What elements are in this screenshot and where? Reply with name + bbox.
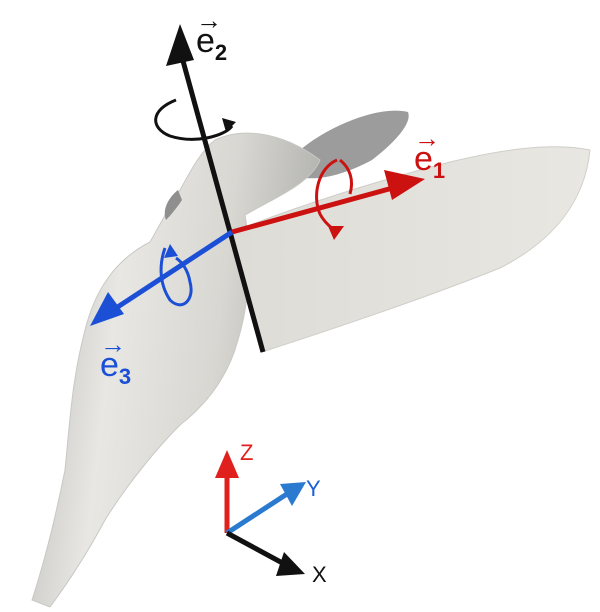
e3-symbol: e (100, 346, 119, 384)
far-wing (300, 110, 409, 179)
y-axis-label: Y (306, 476, 321, 501)
e1-label: →e1 (414, 125, 446, 188)
e3-arrowhead (90, 292, 124, 326)
e1-arrowhead (384, 170, 425, 200)
near-wing (231, 146, 591, 353)
x-arrowhead (276, 552, 305, 576)
e2-rotation-arrowhead (222, 118, 236, 132)
body-bump (164, 190, 182, 220)
e2-index: 2 (214, 40, 228, 65)
e2-symbol: e (196, 22, 215, 60)
y-arrowhead (280, 482, 306, 506)
e3-overarrow: → (100, 329, 126, 359)
e3-rotation-arrow (159, 247, 193, 307)
e3-axis-line (108, 229, 234, 315)
e1-rotation-arrowhead (328, 226, 344, 240)
e1-overarrow: → (414, 123, 440, 153)
z-axis-label: Z (240, 440, 254, 465)
e1-symbol: e (414, 140, 433, 178)
e3-index: 3 (118, 364, 132, 389)
y-arrow-line (225, 489, 292, 536)
e2-label: →e2 (196, 7, 228, 70)
e3-rotation-arrowhead (164, 244, 178, 258)
z-arrowhead (215, 450, 239, 478)
e2-overarrow: → (196, 5, 222, 35)
x-arrow-line (225, 530, 290, 569)
x-axis-label: X (312, 562, 327, 587)
e3-label: →e3 (100, 331, 132, 394)
e1-index: 1 (432, 158, 446, 183)
e2-rotation-arrow (154, 98, 234, 141)
e2-axis-line (177, 49, 266, 353)
e1-axis-line (231, 183, 401, 235)
e2-arrowhead (166, 24, 194, 66)
